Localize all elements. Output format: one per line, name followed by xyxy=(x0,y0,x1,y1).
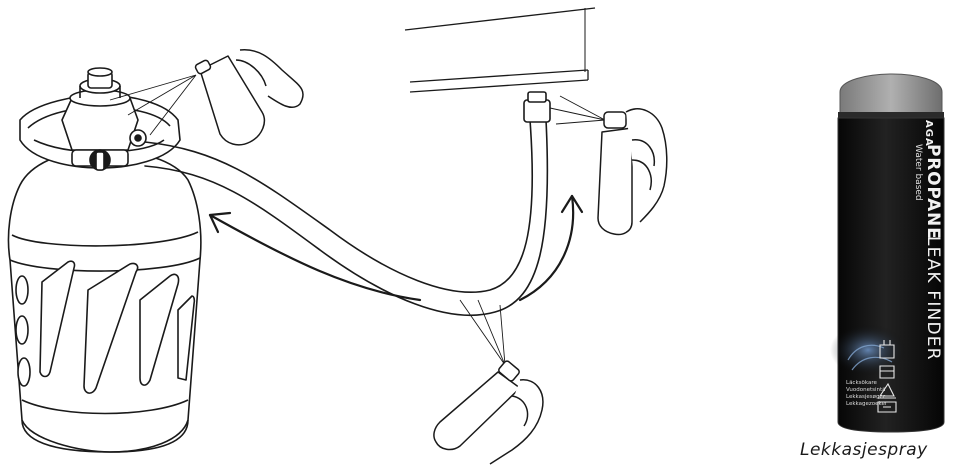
can-brand: AGA xyxy=(923,120,934,147)
language-item: Vuodonetsintä xyxy=(846,387,886,393)
language-item: Läcksökare xyxy=(846,380,877,386)
language-item: Lekkagezoeker xyxy=(846,401,888,407)
gas-cylinder xyxy=(8,68,200,452)
can-product-line-2: LEAK FINDER xyxy=(923,236,943,361)
can-product-line-1: PROPANE xyxy=(923,144,943,240)
hand-spray-right xyxy=(598,109,667,235)
hand-spray-bottom xyxy=(434,360,543,464)
language-item: Lekkasjesøger xyxy=(846,394,886,400)
hand-spray-top xyxy=(194,50,303,145)
can-subtitle: Water based xyxy=(913,144,923,201)
product-caption: Lekkasjespray xyxy=(800,440,928,460)
wall-shelf xyxy=(405,8,595,92)
